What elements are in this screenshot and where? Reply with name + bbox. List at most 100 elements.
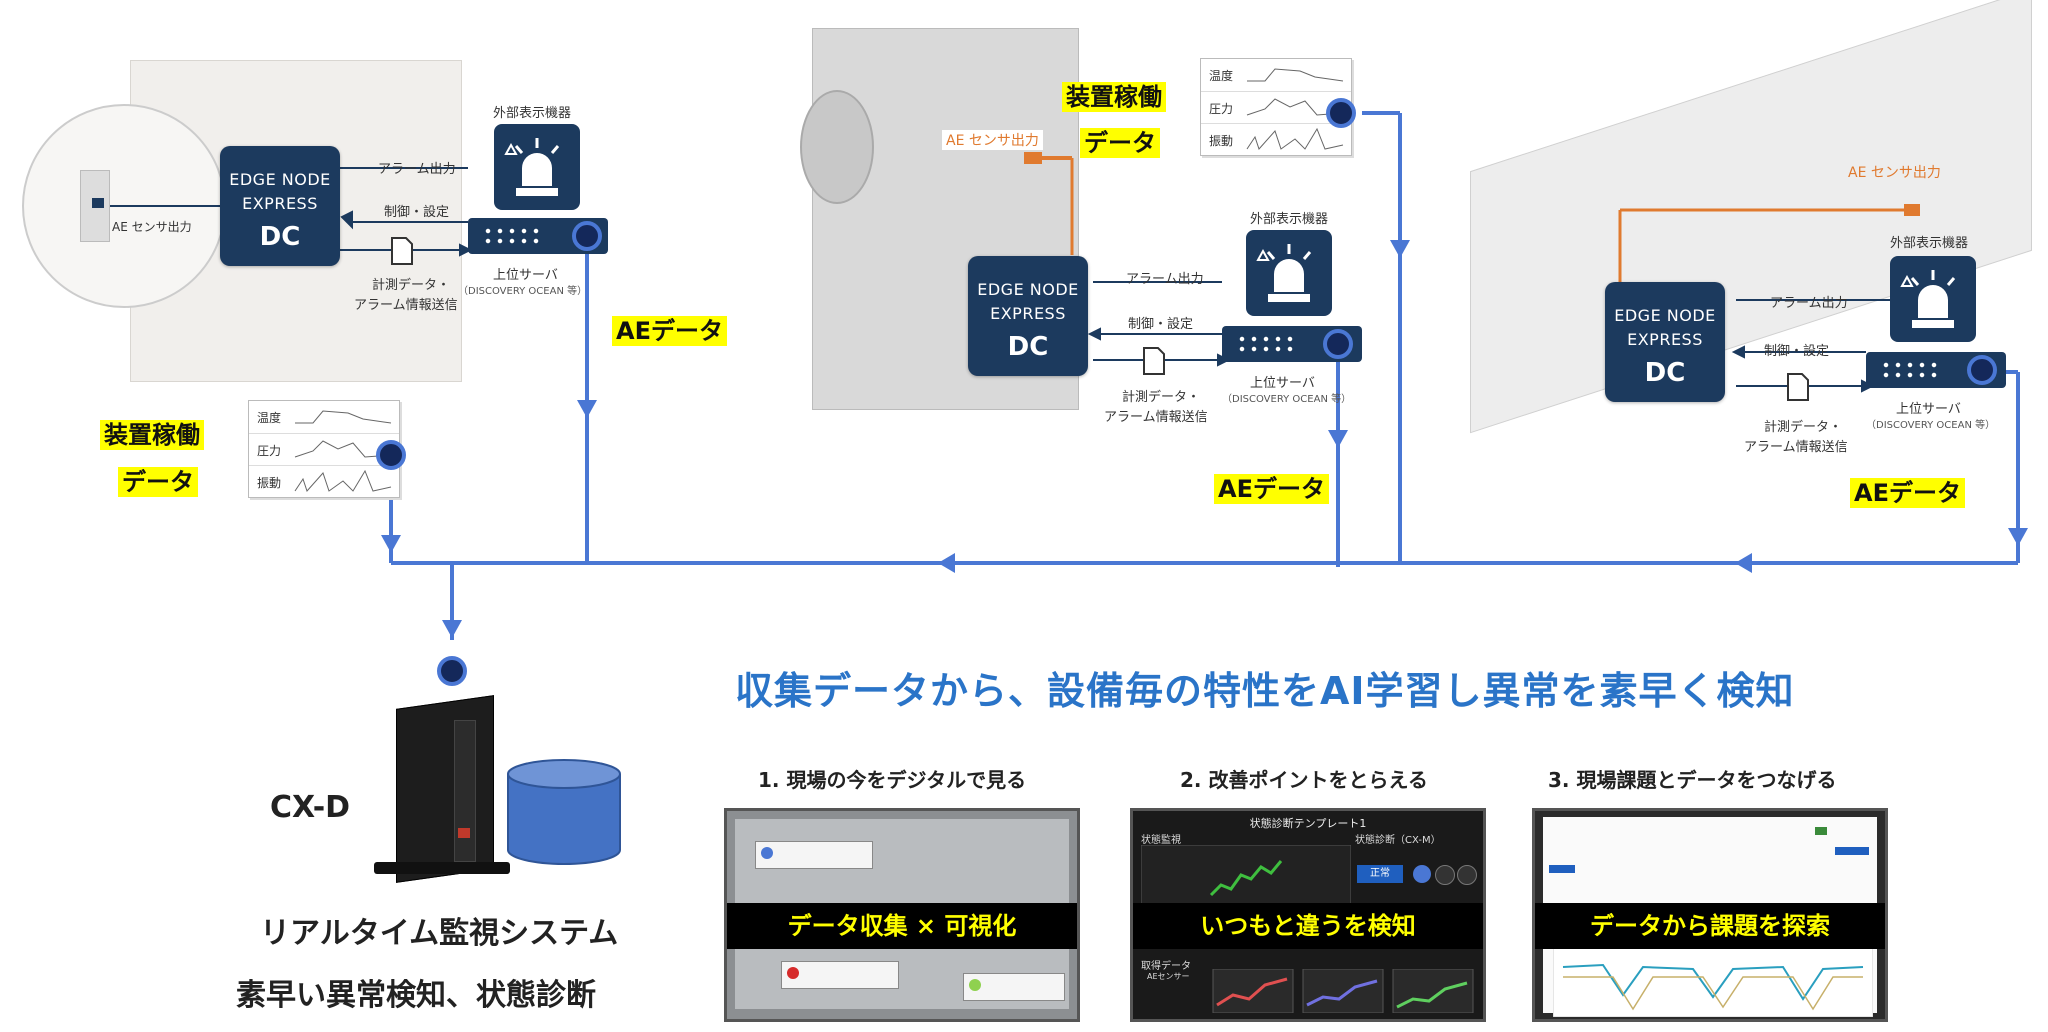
status-lamp-blue (761, 847, 773, 859)
document-icon (1787, 373, 1809, 401)
section-acquired: 取得データ (1141, 961, 1191, 972)
sensor-waveforms (294, 410, 392, 492)
alarm-device-3 (1890, 256, 1976, 342)
sensor-row-label: 圧力 (257, 444, 282, 458)
control-setting-label-3: 制御・設定 (1764, 344, 1830, 359)
server-sub-2: （DISCOVERY OCEAN 等） (1222, 394, 1352, 405)
alarm-output-label-3: アラーム出力 (1770, 296, 1848, 311)
measure-label-2b: アラーム情報送信 (1104, 410, 1208, 425)
panel-2-screenshot: 状態診断テンプレート1 状態監視 状態診断（CX-M） 正常 取得データ AEセ… (1130, 808, 1486, 1022)
server-label-3: 上位サーバ (1896, 402, 1961, 417)
edge-node-line1: EDGE NODE (229, 170, 331, 189)
panel-banner-2: いつもと違うを検知 (1133, 903, 1483, 949)
edge-node-model: DC (1007, 332, 1049, 362)
cx-d-label: CX-D (270, 790, 351, 825)
operation-data-label-mid-1: 装置稼働 (1062, 82, 1166, 112)
document-icon (391, 237, 413, 265)
edge-node-line1: EDGE NODE (1614, 306, 1716, 325)
measure-label-1a: 計測データ・ (372, 278, 451, 293)
edge-node-line1: EDGE NODE (977, 280, 1079, 299)
control-setting-label-2: 制御・設定 (1128, 317, 1194, 332)
edge-node-express-1: EDGE NODE EXPRESS DC (220, 146, 340, 266)
status-lamp-red (787, 967, 799, 979)
app-button (1549, 865, 1575, 873)
status-lamp-green (969, 979, 981, 991)
beacon-icon (1900, 270, 1956, 328)
server-vent-dots (1236, 334, 1298, 354)
operation-data-label-left-2: データ (118, 467, 198, 497)
cxd-stand (374, 862, 510, 874)
screen-title: 状態診断テンプレート1 (1249, 817, 1367, 830)
operation-data-label-mid-2: データ (1080, 128, 1160, 158)
alarm-device-label-2: 外部表示機器 (1250, 212, 1329, 227)
lamp-1 (1413, 865, 1431, 883)
server-vent-dots (482, 226, 544, 246)
machine-2-flywheel (800, 90, 874, 204)
edge-node-line2: EXPRESS (1627, 330, 1703, 349)
ae-data-label-2: AEデータ (1214, 474, 1329, 504)
sensor-name: AEセンサー (1147, 972, 1190, 981)
app-button (1835, 847, 1869, 855)
acquired-charts (1212, 969, 1474, 1013)
status-widget (755, 841, 873, 869)
system-line-2: 素早い異常検知、状態診断 (236, 978, 596, 1013)
sensor-row: 圧力 (249, 433, 399, 466)
data-node-1 (572, 221, 602, 251)
edge-node-model: DC (1644, 358, 1686, 388)
sensor-row: 温度 (1201, 59, 1351, 91)
lamp-2 (1435, 865, 1455, 885)
sensor-row: 振動 (249, 465, 399, 498)
sensor-row-label: 振動 (257, 476, 282, 490)
sensor-row-label: 温度 (257, 411, 282, 425)
sensor-row: 圧力 (1201, 91, 1351, 124)
alarm-output-label-2: アラーム出力 (1126, 272, 1204, 287)
edge-node-express-3: EDGE NODE EXPRESS DC (1605, 282, 1725, 402)
system-line-1: リアルタイム監視システム (260, 916, 619, 951)
sensor-chart-card-left: 温度 圧力 振動 (248, 400, 400, 498)
analysis-chart (1553, 947, 1873, 1017)
server-vent-dots (1880, 360, 1942, 380)
database-icon (507, 759, 621, 865)
data-node-mid-chart (1326, 98, 1356, 128)
section-monitor: 状態監視 (1141, 835, 1181, 846)
alarm-device-label-3: 外部表示機器 (1890, 236, 1969, 251)
panel-3-screenshot: データから課題を探索 (1532, 808, 1888, 1022)
measure-label-2a: 計測データ・ (1122, 390, 1201, 405)
data-node-cxd (437, 656, 467, 686)
panel-banner-3: データから課題を探索 (1535, 903, 1885, 949)
ae-data-label-3: AEデータ (1850, 478, 1965, 508)
control-setting-label-1: 制御・設定 (384, 205, 450, 220)
headline: 収集データから、設備毎の特性をAI学習し異常を素早く検知 (735, 669, 1795, 713)
server-sub-3: （DISCOVERY OCEAN 等） (1866, 420, 1996, 431)
beacon-icon (504, 138, 560, 196)
panel-1-screenshot: データ収集 × 可視化 (724, 808, 1080, 1022)
edge-node-line2: EXPRESS (242, 194, 318, 213)
cxd-red-port (458, 828, 470, 838)
edge-node-model: DC (259, 222, 301, 252)
monitor-chart (1141, 845, 1351, 905)
server-label-2: 上位サーバ (1250, 376, 1315, 391)
status-widget (781, 961, 899, 989)
server-sub-1: （DISCOVERY OCEAN 等） (458, 286, 588, 297)
machine-1-sensor-dot (92, 198, 104, 208)
sensor-row-label: 圧力 (1209, 102, 1234, 116)
measure-label-3a: 計測データ・ (1764, 420, 1843, 435)
machine-3-sensor (1904, 204, 1920, 216)
app-logo (1815, 827, 1827, 835)
server-label-1: 上位サーバ (493, 268, 558, 283)
cxd-port-strip (454, 720, 476, 862)
edge-node-express-2: EDGE NODE EXPRESS DC (968, 256, 1088, 376)
sensor-row-label: 振動 (1209, 134, 1234, 148)
panel-title-2: 2. 改善ポイントをとらえる (1180, 768, 1428, 792)
panel-banner-1: データ収集 × 可視化 (727, 903, 1077, 949)
panel-title-1: 1. 現場の今をデジタルで見る (758, 768, 1027, 792)
alarm-device-1 (494, 124, 580, 210)
alarm-device-2 (1246, 230, 1332, 316)
section-diagnosis: 状態診断（CX-M） (1355, 835, 1441, 846)
alarm-output-label-1: アラーム出力 (378, 162, 456, 177)
ae-data-label-1: AEデータ (612, 316, 727, 346)
status-normal-badge: 正常 (1357, 865, 1403, 883)
document-icon (1143, 347, 1165, 375)
sensor-output-label-2: AE センサ出力 (942, 130, 1043, 150)
